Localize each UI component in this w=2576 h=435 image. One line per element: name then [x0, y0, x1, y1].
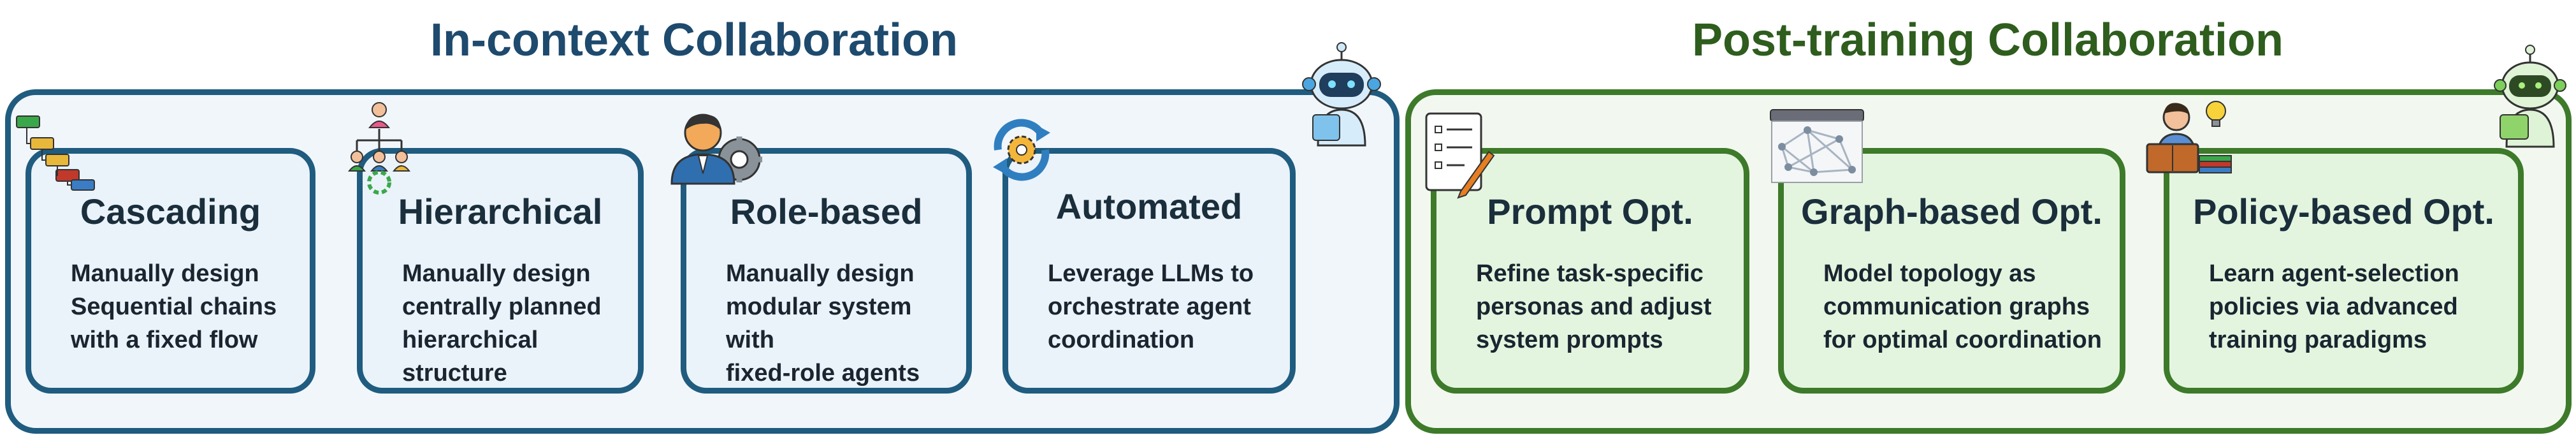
card-description: Manually design modular system with fixe…: [726, 260, 920, 387]
card-title: Graph-based Opt.: [1801, 191, 2102, 232]
robot-green-icon: [2494, 45, 2566, 148]
flowchart-icon: [16, 115, 95, 191]
card-description: Refine task-specific personas and adjust…: [1476, 260, 1712, 353]
card-description: Leverage LLMs to orchestrate agent coord…: [1048, 260, 1254, 353]
card-title: Role-based: [730, 191, 923, 232]
robot-blue-icon: [1302, 42, 1381, 147]
card-hierarchical: Hierarchical Manually design centrally p…: [357, 148, 644, 394]
person-gear-icon: [670, 114, 762, 185]
card-policy-based-opt: Policy-based Opt. Learn agent-selection …: [2164, 148, 2524, 394]
card-title: Cascading: [80, 191, 261, 232]
card-role-based: Role-based Manually design modular syste…: [681, 148, 972, 394]
card-graph-based-opt: Graph-based Opt. Model topology as commu…: [1778, 148, 2125, 394]
card-automated: Automated Leverage LLMs to orchestrate a…: [1002, 148, 1296, 394]
card-title: Automated: [1055, 186, 1243, 226]
checklist-pencil-icon: [1425, 112, 1495, 199]
card-description: Manually design Sequential chains with a…: [71, 260, 277, 353]
in-context-title: In-context Collaboration: [430, 15, 958, 66]
card-prompt-opt: Prompt Opt. Refine task-specific persona…: [1431, 148, 1749, 394]
network-graph-icon: [1770, 109, 1864, 183]
card-title: Prompt Opt.: [1487, 191, 1693, 232]
post-training-title: Post-training Collaboration: [1692, 15, 2283, 66]
card-description: Learn agent-selection policies via advan…: [2209, 260, 2459, 353]
person-books-bulb-icon: [2146, 101, 2232, 173]
card-title: Hierarchical: [398, 191, 603, 232]
card-title: Policy-based Opt.: [2193, 191, 2494, 232]
card-description: Model topology as communication graphs f…: [1823, 260, 2102, 353]
card-description: Manually design centrally planned hierar…: [402, 260, 602, 387]
refresh-gear-icon: [993, 119, 1050, 181]
org-chart-icon: [347, 102, 411, 195]
